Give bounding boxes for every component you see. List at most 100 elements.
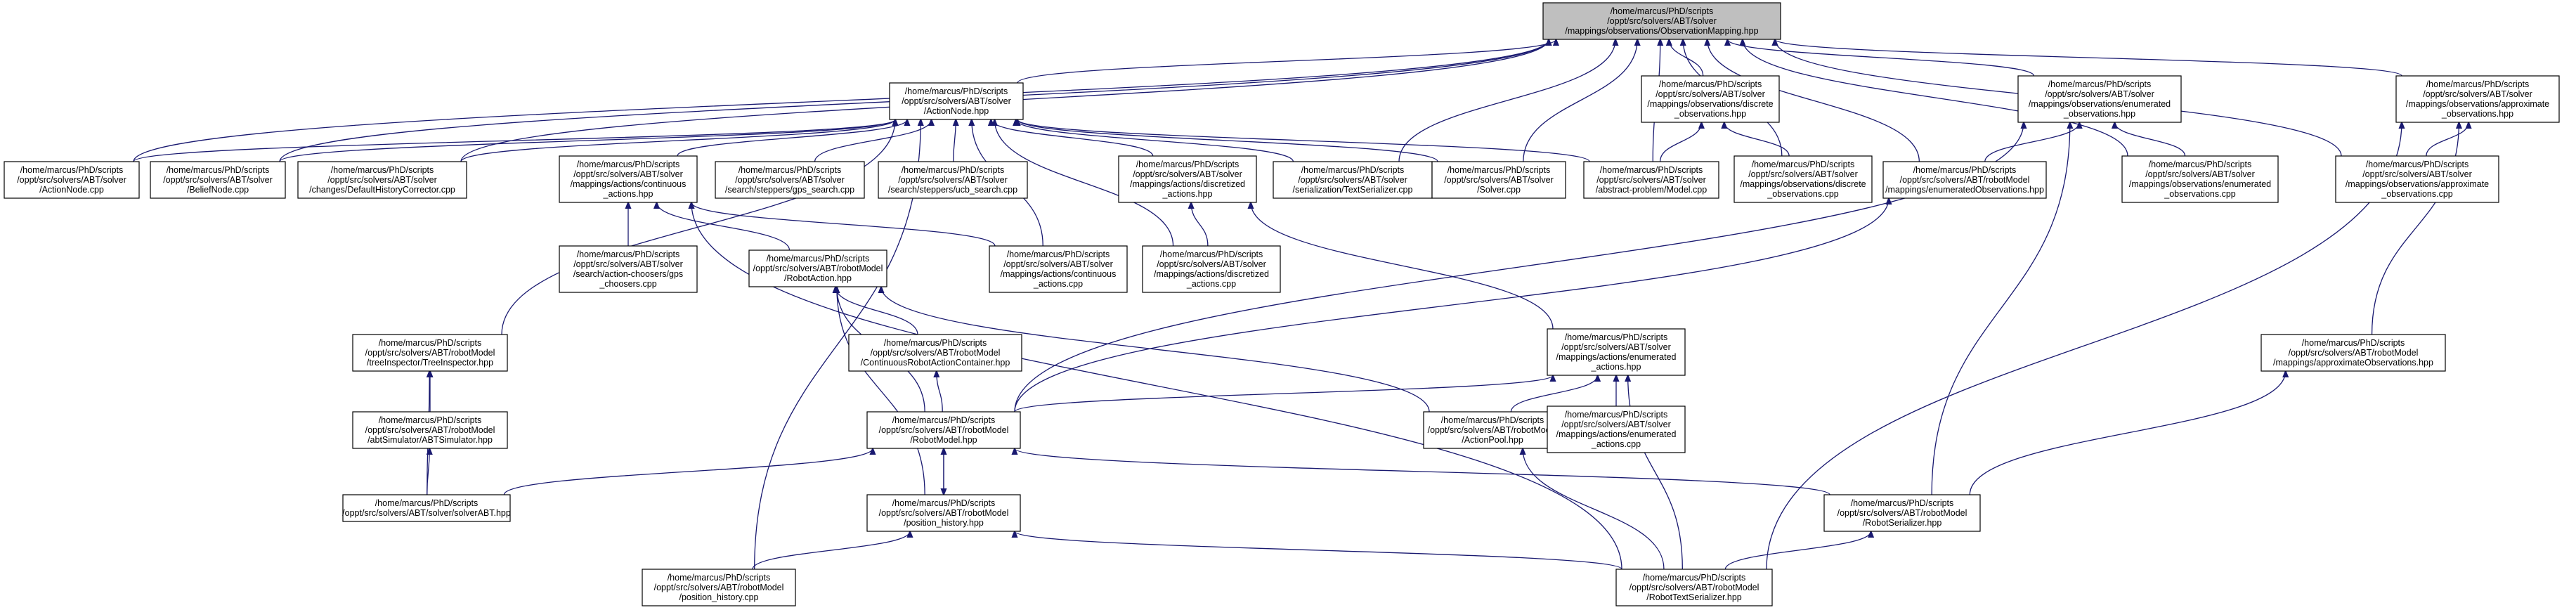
file-node-approx_obs_hpp[interactable]: /home/marcus/PhD/scripts/oppt/src/solver…: [2395, 75, 2560, 123]
file-node-approx_obs_cpp[interactable]: /home/marcus/PhD/scripts/oppt/src/solver…: [2335, 155, 2499, 203]
include-edge-robottextserializer_hpp-to-robotserializer_hpp: [1724, 531, 1871, 570]
file-node-label-line: _observations.hpp: [2063, 109, 2135, 119]
include-edge-robottextserializer_hpp-to-approx_obs_hpp: [1766, 122, 2402, 570]
file-node-box: [2335, 155, 2499, 203]
file-node-robotmodel_hpp[interactable]: /home/marcus/PhD/scripts/oppt/src/solver…: [866, 411, 1021, 449]
file-node-approxobservations_hpp[interactable]: /home/marcus/PhD/scripts/oppt/src/solver…: [2260, 334, 2446, 372]
file-node-box: [1583, 161, 1719, 199]
file-node-box: [1733, 155, 1873, 203]
file-node-label-line: _actions.hpp: [1162, 189, 1213, 199]
include-edge-actionnode_hpp-to-root: [1017, 39, 1556, 84]
include-edge-enum_obs_rm_hpp-to-root: [1707, 39, 1920, 162]
file-node-label-line: /mappings/enumeratedObservations.hpp: [1885, 185, 2044, 195]
file-node-position_history_cpp[interactable]: /home/marcus/PhD/scripts/oppt/src/solver…: [642, 569, 796, 606]
include-edge-ucb_search_cpp-to-actionnode_hpp: [954, 119, 956, 162]
file-node-enum_obs_cpp[interactable]: /home/marcus/PhD/scripts/oppt/src/solver…: [2121, 155, 2279, 203]
file-node-label-line: /mappings/actions/enumerated: [1556, 429, 1677, 439]
include-edge-robotmodel_hpp-to-controbotcontainer_hpp: [937, 371, 943, 413]
include-edge-defaulthist_cpp-to-actionnode_hpp: [460, 119, 895, 162]
file-node-treeinspector_hpp[interactable]: /home/marcus/PhD/scripts/oppt/src/solver…: [352, 334, 508, 372]
file-node-label-line: /mappings/observations/discrete: [1740, 179, 1866, 189]
file-node-textserializer_cpp[interactable]: /home/marcus/PhD/scripts/oppt/src/solver…: [1273, 161, 1433, 199]
include-edge-approx_obs_hpp-to-root: [1775, 39, 2402, 77]
file-node-robottextserializer_hpp[interactable]: /home/marcus/PhD/scripts/oppt/src/solver…: [1615, 569, 1773, 606]
file-node-label-line: /home/marcus/PhD/scripts: [2302, 338, 2405, 348]
file-node-box: [1423, 411, 1562, 449]
file-node-ucb_search_cpp[interactable]: /home/marcus/PhD/scripts/oppt/src/solver…: [878, 161, 1028, 199]
file-node-beliefnode_cpp[interactable]: /home/marcus/PhD/scripts/oppt/src/solver…: [150, 161, 286, 199]
file-node-root[interactable]: /home/marcus/PhD/scripts/oppt/src/solver…: [1542, 2, 1781, 40]
file-node-label-line: /RobotModel.hpp: [910, 435, 977, 445]
file-node-disc_actions_hpp[interactable]: /home/marcus/PhD/scripts/oppt/src/solver…: [1118, 155, 1257, 203]
file-node-actionnode_hpp[interactable]: /home/marcus/PhD/scripts/oppt/src/solver…: [889, 82, 1024, 120]
file-node-box: [1615, 569, 1773, 606]
file-node-label-line: /changes/DefaultHistoryCorrector.cpp: [309, 185, 455, 195]
file-node-label-line: /home/marcus/PhD/scripts: [167, 165, 270, 175]
file-node-label-line: /oppt/src/solvers/ABT/solver: [1133, 169, 1242, 179]
file-node-enum_actions_hpp[interactable]: /home/marcus/PhD/scripts/oppt/src/solver…: [1547, 328, 1686, 376]
file-node-label-line: /home/marcus/PhD/scripts: [767, 254, 870, 264]
file-node-label-line: /treeInspector/TreeInspector.hpp: [367, 358, 493, 368]
nodes-layer: /home/marcus/PhD/scripts/oppt/src/solver…: [4, 2, 2560, 606]
file-node-label-line: /oppt/src/solvers/ABT/solver: [573, 259, 683, 269]
include-edge-actionpool_hpp-to-robotaction_hpp: [881, 287, 1430, 413]
file-node-solver_cpp[interactable]: /home/marcus/PhD/scripts/oppt/src/solver…: [1431, 161, 1566, 199]
file-node-actionpool_hpp[interactable]: /home/marcus/PhD/scripts/oppt/src/solver…: [1423, 411, 1562, 449]
file-node-label-line: /oppt/src/solvers/ABT/solver: [163, 175, 273, 185]
include-edge-robottextserializer_hpp-to-position_history_hpp: [1015, 531, 1622, 570]
file-node-abtsimulator_hpp[interactable]: /home/marcus/PhD/scripts/oppt/src/solver…: [352, 411, 508, 449]
file-node-label-line: /oppt/src/solvers/ABT/solver: [1655, 89, 1765, 99]
file-node-label-line: /oppt/src/solvers/ABT/solver: [1298, 175, 1407, 185]
file-node-label-line: /oppt/src/solvers/ABT/robotModel: [365, 348, 495, 358]
file-node-position_history_hpp[interactable]: /home/marcus/PhD/scripts/oppt/src/solver…: [866, 494, 1021, 532]
file-node-enum_actions_cpp[interactable]: /home/marcus/PhD/scripts/oppt/src/solver…: [1547, 405, 1686, 453]
file-node-label-line: /home/marcus/PhD/scripts: [892, 498, 996, 508]
file-node-discrete_obs_hpp[interactable]: /home/marcus/PhD/scripts/oppt/src/solver…: [1641, 75, 1780, 123]
file-node-robotserializer_hpp[interactable]: /home/marcus/PhD/scripts/oppt/src/solver…: [1823, 494, 1981, 532]
file-node-label-line: /oppt/src/solvers/ABT/solver: [898, 175, 1008, 185]
file-node-box: [748, 249, 887, 287]
file-node-cont_actions_hpp[interactable]: /home/marcus/PhD/scripts/oppt/src/solver…: [559, 155, 698, 203]
file-node-label-line: /position_history.hpp: [904, 518, 984, 528]
file-node-label-line: _actions.cpp: [1186, 279, 1236, 289]
include-edge-actionnode_cpp-to-actionnode_hpp: [133, 119, 895, 162]
file-node-robotaction_hpp[interactable]: /home/marcus/PhD/scripts/oppt/src/solver…: [748, 249, 887, 287]
include-edge-discrete_obs_cpp-to-discrete_obs_hpp: [1724, 122, 1790, 157]
file-node-enum_obs_rm_hpp[interactable]: /home/marcus/PhD/scripts/oppt/src/solver…: [1882, 161, 2047, 199]
file-node-controbotcontainer_hpp[interactable]: /home/marcus/PhD/scripts/oppt/src/solver…: [848, 334, 1022, 372]
file-node-label-line: /home/marcus/PhD/scripts: [2149, 160, 2252, 169]
file-node-gps_choosers_cpp[interactable]: /home/marcus/PhD/scripts/oppt/src/solver…: [559, 245, 698, 293]
file-node-label-line: /oppt/src/solvers/ABT/robotModel: [654, 583, 784, 592]
file-node-actionnode_cpp[interactable]: /home/marcus/PhD/scripts/oppt/src/solver…: [4, 161, 140, 199]
file-node-label-line: /Solver.cpp: [1477, 185, 1521, 195]
file-node-box: [715, 161, 865, 199]
file-node-solverabt_hpp[interactable]: /home/marcus/PhD/scripts/oppt/src/solver…: [342, 494, 511, 522]
file-node-label-line: /oppt/src/solvers/ABT/solver: [2145, 169, 2255, 179]
file-node-box: [1882, 161, 2047, 199]
file-node-enum_obs_hpp[interactable]: /home/marcus/PhD/scripts/oppt/src/solver…: [2017, 75, 2182, 123]
file-node-label-line: /home/marcus/PhD/scripts: [331, 165, 434, 175]
file-node-box: [1142, 245, 1281, 293]
file-node-label-line: /oppt/src/solvers/ABT/solver: [1607, 16, 1717, 26]
file-node-label-line: /oppt/src/solvers/ABT/solver: [327, 175, 437, 185]
file-node-label-line: /oppt/src/solvers/ABT/solver: [1561, 420, 1671, 429]
file-node-label-line: /home/marcus/PhD/scripts: [1600, 165, 1703, 175]
file-node-cont_actions_cpp[interactable]: /home/marcus/PhD/scripts/oppt/src/solver…: [989, 245, 1128, 293]
file-node-label-line: /oppt/src/solvers/ABT/robotModel: [365, 425, 495, 435]
include-edge-approx_obs_cpp-to-approx_obs_hpp: [2426, 122, 2468, 157]
file-node-label-line: /search/action-choosers/gps: [573, 269, 683, 279]
file-node-disc_actions_cpp[interactable]: /home/marcus/PhD/scripts/oppt/src/solver…: [1142, 245, 1281, 293]
file-node-box: [1547, 328, 1686, 376]
file-node-label-line: /search/steppers/gps_search.cpp: [725, 185, 854, 195]
include-edge-solverabt_hpp-to-abtsimulator_hpp: [427, 448, 430, 495]
file-node-model_cpp[interactable]: /home/marcus/PhD/scripts/oppt/src/solver…: [1583, 161, 1719, 199]
include-edge-model_cpp-to-actionnode_hpp: [1017, 119, 1590, 162]
file-node-label-line: /oppt/src/solvers/ABT/solver: [1748, 169, 1858, 179]
include-edge-model_cpp-to-discrete_obs_hpp: [1659, 122, 1702, 162]
include-edge-enum_obs_cpp-to-enum_obs_hpp: [2114, 122, 2186, 157]
include-edge-approxobservations_hpp-to-approx_obs_hpp: [2371, 122, 2459, 335]
file-node-discrete_obs_cpp[interactable]: /home/marcus/PhD/scripts/oppt/src/solver…: [1733, 155, 1873, 203]
file-node-box: [1118, 155, 1257, 203]
file-node-defaulthist_cpp[interactable]: /home/marcus/PhD/scripts/oppt/src/solver…: [297, 161, 467, 199]
file-node-gps_search_cpp[interactable]: /home/marcus/PhD/scripts/oppt/src/solver…: [715, 161, 865, 199]
